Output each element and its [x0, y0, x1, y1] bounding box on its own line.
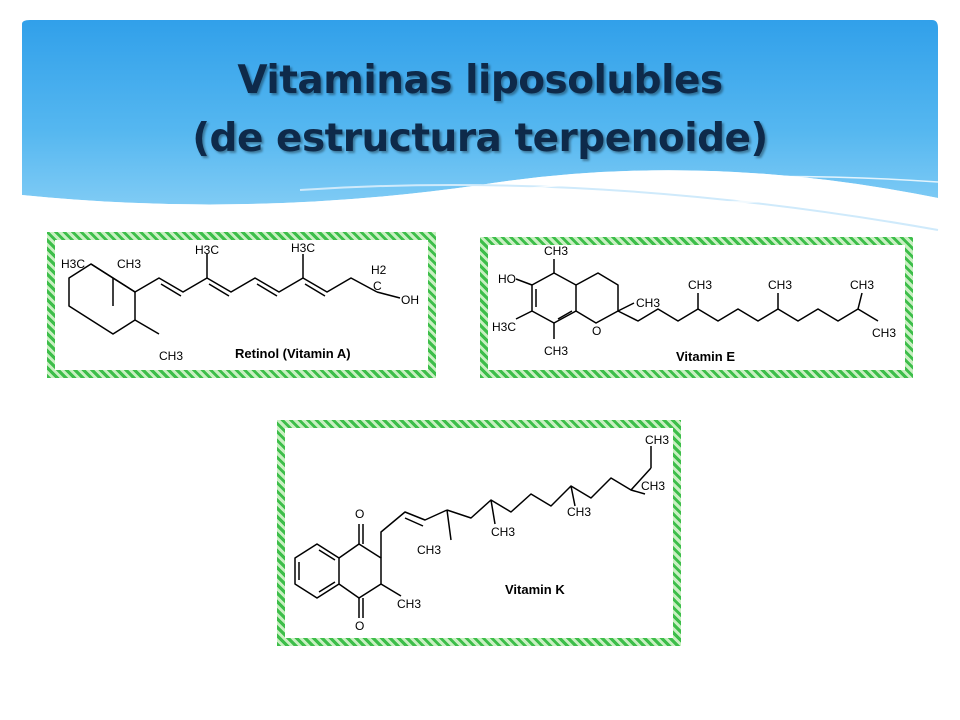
vitamin-k-structure-diagram: O O CH3 CH3 CH3 CH3 CH3 CH3 Vitamin K	[294, 433, 669, 633]
vitamin-k-name: Vitamin K	[505, 582, 565, 597]
vitamin-k-label-ch3-5: CH3	[645, 433, 669, 447]
vitamin-e-label-ch3-1: CH3	[688, 278, 712, 292]
vitamin-k-label-ch3-1: CH3	[417, 543, 441, 557]
retinol-label-h2: H2	[371, 263, 387, 277]
retinol-label-h3c-chain2: H3C	[291, 241, 315, 255]
vitamin-k-label-o-top: O	[355, 507, 364, 521]
vitamin-e-structure-diagram: HO CH3 H3C CH3 O CH3 CH3 CH3 CH3 CH3 Vit…	[492, 245, 896, 364]
vitamin-k-label-o-bottom: O	[355, 619, 364, 633]
retinol-label-h3c: H3C	[61, 257, 85, 271]
vitamin-e-ring-bonds	[531, 272, 577, 324]
vitamin-k-label-ch3-4: CH3	[641, 479, 665, 493]
vitamin-e-label-o: O	[592, 324, 601, 338]
vitamin-e-label-ho: HO	[498, 272, 516, 286]
retinol-label-h3c-chain1: H3C	[195, 243, 219, 257]
vitamin-e-label-ch3-bottom: CH3	[544, 344, 568, 358]
slide-title: Vitaminas liposolubles (de estructura te…	[100, 52, 860, 168]
title-line-1: Vitaminas liposolubles	[237, 58, 723, 103]
vitamin-e-name: Vitamin E	[676, 349, 735, 364]
vitamin-e-label-ch3-top: CH3	[544, 245, 568, 258]
vitamin-e-label-ch3-2: CH3	[768, 278, 792, 292]
vitamin-e-label-ch3-stereo: CH3	[636, 296, 660, 310]
retinol-label-c: C	[373, 279, 382, 293]
header-background	[22, 20, 939, 231]
retinol-chain-bonds	[134, 277, 378, 293]
vitamin-k-chain-bonds	[380, 509, 452, 558]
vitamin-e-structure-panel: HO CH3 H3C CH3 O CH3 CH3 CH3 CH3 CH3 Vit…	[480, 237, 913, 378]
retinol-name: Retinol (Vitamin A)	[235, 346, 351, 361]
vitamin-k-benzene-bonds	[294, 543, 340, 599]
title-line-2: (de estructura terpenoide)	[192, 116, 768, 161]
retinol-label-oh: OH	[401, 293, 419, 307]
vitamin-k-structure-panel: O O CH3 CH3 CH3 CH3 CH3 CH3 Vitamin K	[277, 420, 681, 646]
vitamin-e-label-ch3-end: CH3	[872, 326, 896, 340]
vitamin-e-label-ch3-3: CH3	[850, 278, 874, 292]
vitamin-k-label-ch3-ring: CH3	[397, 597, 421, 611]
retinol-label-ch3: CH3	[117, 257, 141, 271]
vitamin-e-label-h3c: H3C	[492, 320, 516, 334]
vitamin-k-label-ch3-3: CH3	[567, 505, 591, 519]
retinol-structure-diagram: H3C CH3 CH3 H3C H3C H2 C OH Retinol (Vit…	[61, 241, 419, 363]
retinol-ring-bonds	[68, 263, 136, 335]
retinol-structure-panel: H3C CH3 CH3 H3C H3C H2 C OH Retinol (Vit…	[47, 232, 436, 378]
retinol-label-ch3-low: CH3	[159, 349, 183, 363]
vitamin-e-chain-bonds	[617, 292, 879, 322]
vitamin-k-label-ch3-2: CH3	[491, 525, 515, 539]
